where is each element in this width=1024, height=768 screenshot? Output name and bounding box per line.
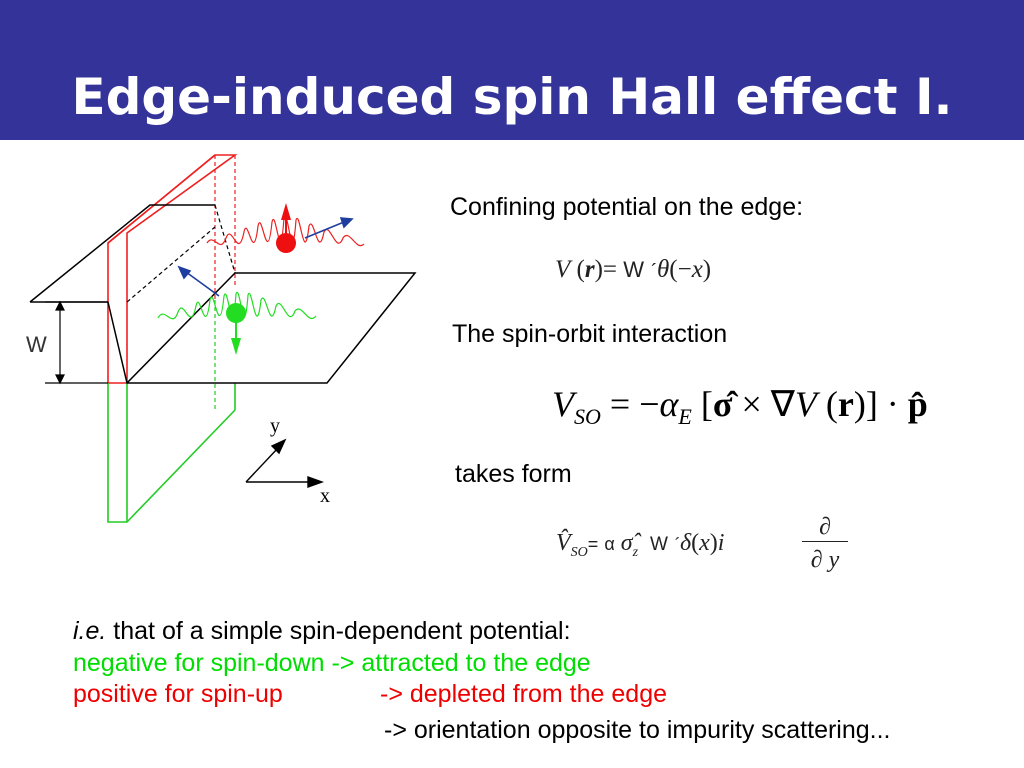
spin-up-line-result: -> depleted from the edge — [380, 680, 667, 708]
eq1-w: W — [623, 257, 645, 282]
bottom-line-1: i.e. that of a simple spin-dependent pot… — [73, 617, 571, 646]
title-bar — [0, 0, 1024, 140]
spin-up-wave — [206, 215, 365, 247]
green-wall — [107, 383, 236, 523]
spin-down-line: negative for spin-down -> attracted to t… — [73, 649, 591, 677]
w-dimension — [45, 300, 108, 385]
w-label: W — [26, 332, 47, 357]
eq3-alpha: α — [604, 534, 615, 554]
eq3-tick: ´ — [673, 534, 680, 554]
eq3-w: W — [650, 534, 668, 555]
spin-down-wave — [157, 291, 317, 320]
eq1-tick: ´ — [650, 260, 657, 282]
takes-form-text: takes form — [455, 460, 572, 488]
x-axis-label: x — [320, 485, 330, 507]
red-wall-hidden-edges — [214, 155, 236, 300]
edge-diagram: W y x — [26, 154, 417, 523]
bottom-line-1-rest: that of a simple spin-dependent potentia… — [106, 617, 571, 645]
blue-arrow-icon — [177, 217, 354, 297]
y-axis-label: y — [270, 415, 280, 437]
slide-title: Edge-induced spin Hall effect I. — [71, 68, 953, 126]
equation-spin-orbit: VSO = −αE [σ̂ × ∇V (r)] · p̂ — [552, 384, 928, 430]
red-wall — [107, 154, 238, 384]
spin-up-line: positive for spin-up — [73, 680, 283, 708]
spin-down-particle — [226, 303, 246, 355]
spin-up-particle — [276, 203, 296, 253]
hidden-plane-edges — [126, 204, 236, 303]
ie-text: i.e. — [73, 617, 107, 645]
confining-potential-text: Confining potential on the edge: — [450, 193, 804, 221]
equation-confining-potential: V (r)= W ´θ(−x) — [555, 256, 712, 283]
orientation-line: -> orientation opposite to impurity scat… — [384, 716, 891, 744]
spin-orbit-text: The spin-orbit interaction — [452, 320, 728, 348]
xy-axes — [245, 438, 325, 488]
potential-planes — [29, 204, 417, 384]
